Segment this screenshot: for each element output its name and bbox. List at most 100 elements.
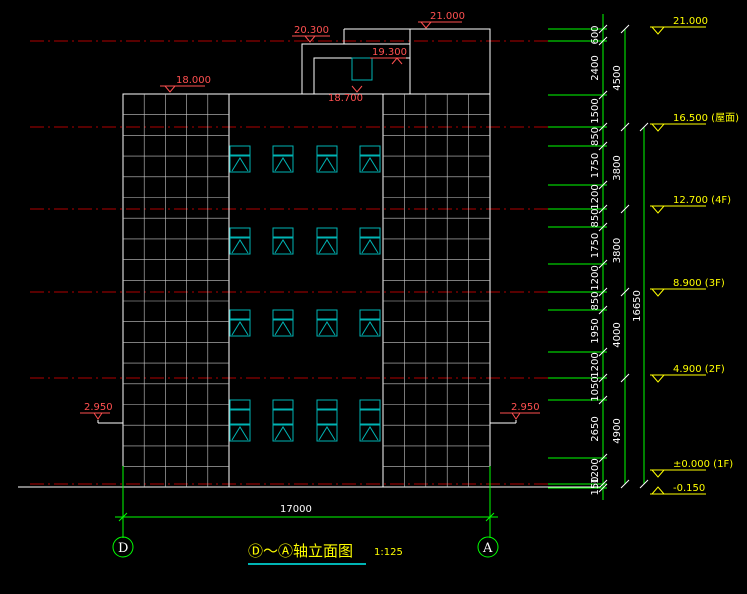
window-bottom-pane (359, 155, 381, 173)
dim-tick (620, 287, 630, 297)
dim-detail-text: 850 (590, 127, 601, 146)
window-top-pane (272, 309, 294, 320)
stair-tower (409, 28, 491, 95)
window-top-pane (316, 227, 338, 238)
level-symbol-triangle (651, 374, 665, 383)
dim-detail-text: 1500 (590, 98, 601, 123)
dim-detail-text: 1200 (590, 265, 601, 290)
window-opening-mark (318, 239, 336, 254)
window-bottom-pane (229, 319, 251, 337)
dim-detail-text: 1200 (590, 352, 601, 377)
dim-detail-text: 1200 (590, 184, 601, 209)
window-opening-mark (361, 239, 379, 254)
level-symbol-triangle (651, 123, 665, 132)
window-opening-mark (318, 426, 336, 441)
window-opening-mark (361, 157, 379, 172)
dim-story-text: 4900 (612, 418, 623, 443)
window-mid-pane (229, 409, 251, 425)
level-symbol-triangle (651, 486, 665, 495)
dim-story-text: 4500 (612, 65, 623, 90)
level-symbol-triangle (651, 288, 665, 297)
level-label: 12.700 (4F) (673, 195, 731, 206)
window-top-pane (272, 145, 294, 156)
dim-tick (620, 373, 630, 383)
dim-tick (639, 479, 649, 489)
window-top-pane (359, 399, 381, 410)
window-bottom-pane (229, 424, 251, 442)
dim-detail-text: 850 (590, 208, 601, 227)
level-reference-lines (30, 40, 600, 485)
building-outline (97, 28, 517, 488)
window-opening-mark (274, 426, 292, 441)
dim-detail-text: 1200 (590, 458, 601, 483)
dim-detail-text: 1950 (590, 318, 601, 343)
window-top-pane (272, 399, 294, 410)
roof-canopy-inner (313, 57, 410, 94)
level-label: 16.500 (屋面) (673, 112, 739, 124)
dim-tick (620, 122, 630, 132)
window-bottom-pane (272, 319, 294, 337)
dim-detail-text: 150 (590, 476, 601, 495)
window-top-pane (359, 227, 381, 238)
dim-detail-text: 850 (590, 291, 601, 310)
level-symbol-triangle (651, 26, 665, 35)
window-bottom-pane (316, 155, 338, 173)
mark-parapet-left: 18.000 (176, 75, 211, 86)
level-label: 4.900 (2F) (673, 364, 725, 375)
elevation-marks: 21.000 20.300 19.300 18.700 18.000 2.950… (80, 11, 540, 420)
dim-story-text: 4000 (612, 322, 623, 347)
dim-tick (598, 483, 608, 493)
level-symbol-triangle (651, 205, 665, 214)
curtain-wall-grid (123, 94, 490, 487)
window-top-pane (316, 145, 338, 156)
window-top-pane (229, 399, 251, 410)
window-top-pane (359, 309, 381, 320)
canopy-window (351, 57, 373, 81)
dim-tick (598, 122, 608, 132)
width-dimension (115, 466, 498, 538)
window-top-pane (272, 227, 294, 238)
right-tower (382, 93, 491, 488)
main-facade (122, 93, 491, 488)
dim-tick (598, 287, 608, 297)
mark-entrance-right: 2.950 (511, 402, 540, 413)
axis-label-right: A (482, 541, 493, 556)
window-opening-mark (231, 426, 249, 441)
window-array (229, 145, 381, 442)
dim-tick (598, 180, 608, 190)
window-opening-mark (274, 321, 292, 336)
window-opening-mark (274, 157, 292, 172)
mark-entrance-left: 2.950 (84, 402, 113, 413)
axis-bubble-right: A (477, 536, 499, 558)
dim-tick (598, 90, 608, 100)
dim-tick (598, 453, 608, 463)
dim-tick (598, 141, 608, 151)
dim-tick (598, 222, 608, 232)
dim-tick (598, 479, 608, 489)
dim-detail-text: 2400 (590, 55, 601, 80)
window-opening-mark (231, 157, 249, 172)
drawing-title: Ⓓ～Ⓐ轴立面图 (248, 542, 353, 560)
dim-tick (598, 204, 608, 214)
window-top-pane (316, 399, 338, 410)
window-bottom-pane (272, 155, 294, 173)
window-bottom-pane (272, 237, 294, 255)
dim-detail-text: 1750 (590, 233, 601, 258)
mark-stair-roof: 20.300 (294, 25, 329, 36)
window-opening-mark (361, 426, 379, 441)
axis-label-left: D (118, 541, 128, 556)
dim-detail-text: 1050 (590, 376, 601, 401)
window-bottom-pane (359, 237, 381, 255)
window-top-pane (229, 227, 251, 238)
window-mid-pane (272, 409, 294, 425)
mark-top-roof: 21.000 (430, 11, 465, 22)
window-top-pane (229, 309, 251, 320)
window-opening-mark (318, 321, 336, 336)
dim-tick (598, 36, 608, 46)
level-label: -0.150 (673, 483, 705, 494)
window-mid-pane (359, 409, 381, 425)
dim-detail-text: 2650 (590, 416, 601, 441)
window-bottom-pane (316, 424, 338, 442)
dim-tick (598, 259, 608, 269)
